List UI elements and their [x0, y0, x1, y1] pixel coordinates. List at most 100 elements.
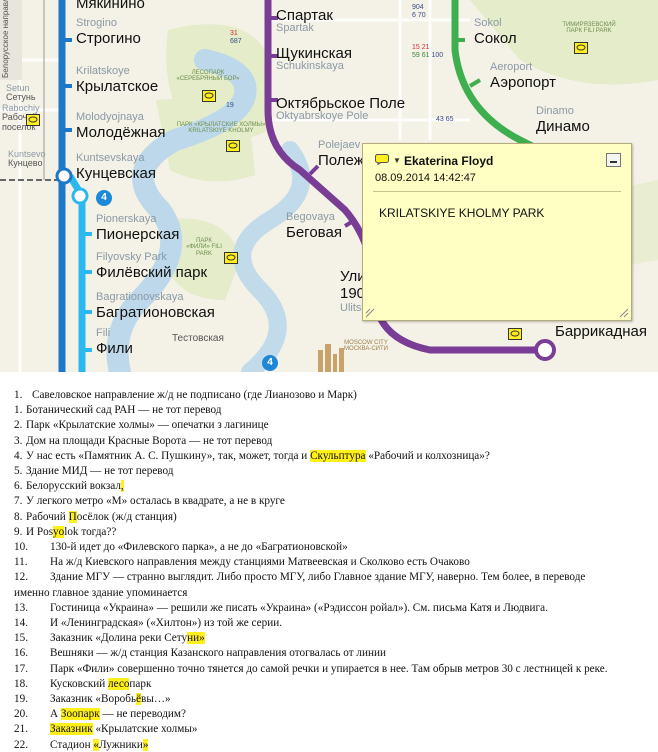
list-item-text: И Posyolok тогда??	[26, 525, 117, 538]
list-item-text: Парк «Крылатские холмы» — опечатки з лаг…	[26, 419, 269, 432]
highlighted-text: ни»	[187, 632, 205, 645]
highlighted-text: Зоопарк	[60, 708, 100, 721]
setun-label: Setun Сетунь	[6, 83, 36, 103]
list-item-text: На ж/д Киевского направления между станц…	[50, 556, 470, 569]
list-item-number: 3.	[14, 434, 23, 447]
comment-date: 08.09.2014 14:42:47	[375, 172, 476, 184]
list-item-number: 6.	[14, 480, 23, 493]
comment-text[interactable]: KRILATSKIYE KHOLMY PARK	[379, 206, 545, 220]
list-item-number: 5.	[14, 465, 23, 477]
highlighted-text: ,	[120, 480, 124, 493]
bus-routes-schukinskaya: 15 21 59 61 100	[412, 44, 444, 60]
list-item-number: 18.	[14, 677, 28, 690]
comment-marker-icon[interactable]	[226, 140, 240, 152]
station-spartak[interactable]: Спартак Spartak	[276, 7, 333, 34]
list-item-number: 1.	[14, 404, 23, 417]
list-item-number: 19.	[14, 693, 28, 705]
list-item-text: Стадион «Лужники»	[50, 738, 149, 751]
line-4-badge-2: 4	[262, 355, 278, 371]
rabochy-poselok-label: Rabochiy Рабочий поселок	[2, 103, 40, 132]
station-schukinskaya[interactable]: Щукинская Schukinskaya	[276, 45, 352, 72]
line-4-badge: 4	[96, 190, 112, 206]
list-item-text: именно главное здание упоминается	[14, 586, 188, 599]
station-pionerskaya[interactable]: Pionerskaya Пионерская	[96, 213, 180, 243]
comment-marker-icon[interactable]	[26, 114, 40, 126]
resize-grip-right-icon[interactable]	[619, 308, 629, 318]
station-kuntsevskaya[interactable]: Kuntsevskaya Кунцевская	[76, 152, 156, 182]
list-item-number: 16.	[14, 647, 28, 660]
highlighted-text: Заказник	[50, 723, 93, 736]
minimize-button[interactable]	[606, 153, 621, 167]
comment-marker-icon[interactable]	[224, 252, 238, 264]
list-item-text: Парк «Фили» совершенно точно тянется до …	[50, 662, 608, 675]
comments-list-document: 1. Савеловское направление ж/д не подписа…	[0, 388, 658, 752]
comment-popup[interactable]: ▼ Ekaterina Floyd 08.09.2014 14:42:47 KR…	[362, 143, 632, 321]
station-oktyabrskoye-pole[interactable]: Октябрьское Поле Oktyabrskoye Pole	[276, 95, 406, 122]
comment-marker-icon[interactable]	[574, 42, 588, 54]
station-fili[interactable]: Fili Фили	[96, 327, 133, 357]
station-begovaya[interactable]: Begovaya Беговая	[286, 211, 342, 241]
comment-author: Ekaterina Floyd	[404, 154, 494, 168]
station-aeroport[interactable]: Aeroport Аэропорт	[490, 61, 557, 91]
list-item-text: Заказник «Воробьёвы…»	[50, 693, 171, 705]
list-item-number: 11.	[14, 556, 28, 569]
station-barrikadnaya[interactable]: Баррикадная	[555, 323, 647, 340]
bus-routes-molodyozhnaya: 19	[226, 102, 234, 109]
list-item-text: Гостиница «Украина» — решили же писать «…	[50, 601, 548, 614]
comment-marker-icon[interactable]	[508, 328, 522, 340]
list-item-number: 21.	[14, 723, 28, 736]
park-serebryany-bor-label: ЛЕСОПАРК «СЕРЕБРЯНЫЙ БОР»	[176, 70, 240, 83]
list-item-number: 9.	[14, 525, 23, 538]
list-item-text: Ботанический сад РАН — не тот перевод	[26, 404, 222, 417]
list-item-text: Рабочий Посёлок (ж/д станция)	[26, 510, 177, 523]
station-polezhaevskaya[interactable]: Polejaev Полеж	[318, 139, 364, 169]
list-item-text: Савеловское направление ж/д не подписано…	[32, 389, 357, 401]
resize-grip-left-icon[interactable]	[365, 308, 375, 318]
station-bagrationovskaya[interactable]: Bagrationovskaya Багратионовская	[96, 291, 215, 321]
list-item-text: И «Ленинградская» («Хилтон») из той же с…	[50, 617, 282, 629]
highlighted-text: yo	[53, 525, 65, 538]
comment-header: ▼ Ekaterina Floyd 08.09.2014 14:42:47	[363, 144, 631, 188]
list-item-number: 1.	[14, 389, 23, 401]
highlighted-text: »	[142, 738, 149, 751]
list-item-number: 20.	[14, 708, 28, 721]
list-item-number: 22.	[14, 738, 28, 751]
list-item-number: 15.	[14, 632, 28, 645]
list-item-text: Вешняки — ж/д станция Казанского направл…	[50, 647, 386, 660]
list-item-text: Заказник «Крылатские холмы»	[50, 723, 198, 736]
highlighted-text: Скульптура	[310, 449, 366, 462]
list-item-number: 7.	[14, 495, 23, 508]
park-timiryazev-label: ТИМИРЯЗЕВСКИЙ ПАРК FILI PARK	[562, 22, 616, 35]
bus-routes-oktyabrskoye: 43 65	[436, 116, 454, 123]
station-sokol[interactable]: Sokol Сокол	[474, 17, 517, 47]
list-item-number: 2.	[14, 419, 23, 432]
list-item-number: 12.	[14, 571, 28, 584]
station-strogino[interactable]: Strogino Строгино	[76, 17, 141, 47]
kuntsevo-label: Kuntsevo Кунцево	[8, 149, 46, 169]
list-item-number: 14.	[14, 617, 28, 629]
list-item-text: У легкого метро «М» осталась в квадрате,…	[26, 495, 285, 508]
highlighted-text: лесо	[108, 677, 130, 690]
list-item-text: У нас есть «Памятник А. С. Пушкину», так…	[26, 449, 490, 462]
metro-map: Мякинино Strogino Строгино Krilatskoye К…	[0, 0, 658, 372]
highlighted-text: П	[68, 510, 77, 523]
station-filyovsky-park[interactable]: Filyovsky Park Филёвский парк	[96, 251, 208, 281]
comment-divider	[373, 191, 621, 192]
station-molodyozhnaya[interactable]: Molodyojnaya Молодёжная	[76, 111, 166, 141]
moscow-city-label: MOSCOW CITY МОСКВА-СИТИ	[344, 340, 388, 353]
comment-marker-icon[interactable]	[202, 90, 216, 102]
station-myakinino[interactable]: Мякинино	[76, 0, 145, 12]
list-item-number: 10.	[14, 541, 28, 553]
highlighted-text: ё	[136, 693, 142, 705]
list-item-text: Здание МГУ — странно выглядит. Либо прос…	[50, 571, 586, 584]
comment-options-dropdown-icon[interactable]: ▼	[393, 156, 401, 165]
station-krylatskoye[interactable]: Krilatskoye Крылатское	[76, 65, 159, 95]
list-item-text: Заказник «Долина реки Сетуни»	[50, 632, 205, 645]
highlighted-text: «	[93, 738, 99, 751]
list-item-text: А Зоопарк — не переводим?	[50, 708, 186, 721]
station-dinamo[interactable]: Dinamo Динамо	[536, 105, 590, 135]
list-item-text: Здание МИД — не тот перевод	[26, 465, 174, 477]
list-item-text: Кусковский лесопарк	[50, 677, 152, 690]
